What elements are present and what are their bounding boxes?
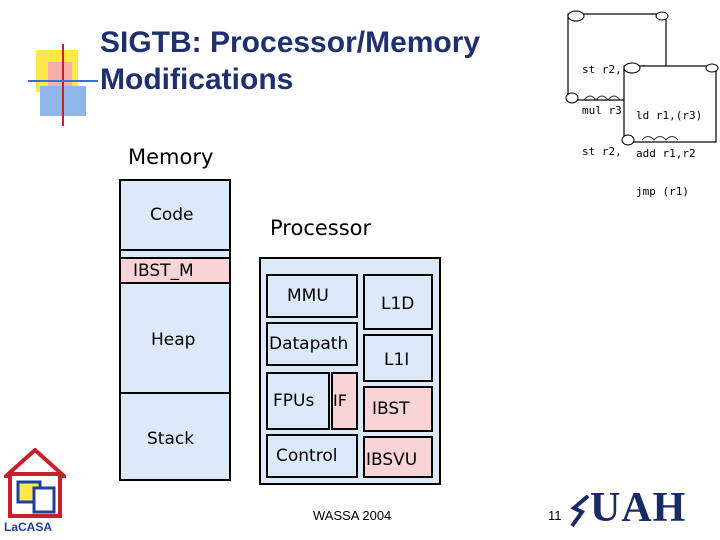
unit-l1d xyxy=(363,274,433,330)
memory-label: Memory xyxy=(128,145,214,169)
memory-segment-ibst-m-label: IBST_M xyxy=(133,261,194,281)
unit-mmu-label: MMU xyxy=(287,286,329,306)
unit-l1d-label: L1D xyxy=(381,294,415,314)
unit-l1i xyxy=(363,334,433,382)
uah-logo-icon xyxy=(570,494,590,528)
unit-datapath-label: Datapath xyxy=(269,334,349,354)
lacasa-logo-icon xyxy=(4,448,66,518)
unit-ibsvu xyxy=(363,436,433,478)
unit-ibsvu-label: IBSVU xyxy=(366,450,418,470)
scroll-line: add r1,r2 xyxy=(636,147,696,160)
unit-ibst xyxy=(363,386,433,432)
scroll-line: jmp (r1) xyxy=(636,185,689,198)
processor-label: Processor xyxy=(270,216,372,240)
unit-control xyxy=(266,434,358,478)
unit-datapath xyxy=(266,322,358,366)
decor-red-square xyxy=(48,62,72,86)
unit-control-label: Control xyxy=(276,446,338,466)
scroll-front-code: ld r1,(r3) add r1,r2 jmp (r1) xyxy=(636,86,702,210)
scroll-line: st r2, xyxy=(582,145,622,158)
unit-if xyxy=(331,372,358,430)
footer-center-text: WASSA 2004 xyxy=(313,508,392,523)
lacasa-logo-text: LaCASA xyxy=(4,520,53,534)
memory-segment-code: Code xyxy=(150,205,194,225)
code-scroll-front xyxy=(621,62,719,146)
memory-segment-ibst-m xyxy=(119,257,231,284)
unit-mmu xyxy=(266,274,358,318)
memory-segment-stack: Stack xyxy=(147,429,195,449)
decor-blue-hline xyxy=(28,80,98,82)
uah-logo-text: UAH xyxy=(590,485,687,531)
unit-l1i-label: L1I xyxy=(384,350,410,370)
decor-red-vline xyxy=(62,44,64,126)
page-number: 11 xyxy=(548,508,562,523)
unit-fpus-label: FPUs xyxy=(273,391,315,411)
unit-ibst-label: IBST xyxy=(372,399,410,419)
unit-fpus xyxy=(266,372,330,430)
memory-divider xyxy=(119,249,231,251)
unit-if-label: IF xyxy=(333,391,347,410)
scroll-line: ld r1,(r3) xyxy=(636,109,703,122)
memory-block xyxy=(119,179,231,481)
memory-divider xyxy=(119,392,231,394)
memory-segment-heap: Heap xyxy=(151,330,196,350)
